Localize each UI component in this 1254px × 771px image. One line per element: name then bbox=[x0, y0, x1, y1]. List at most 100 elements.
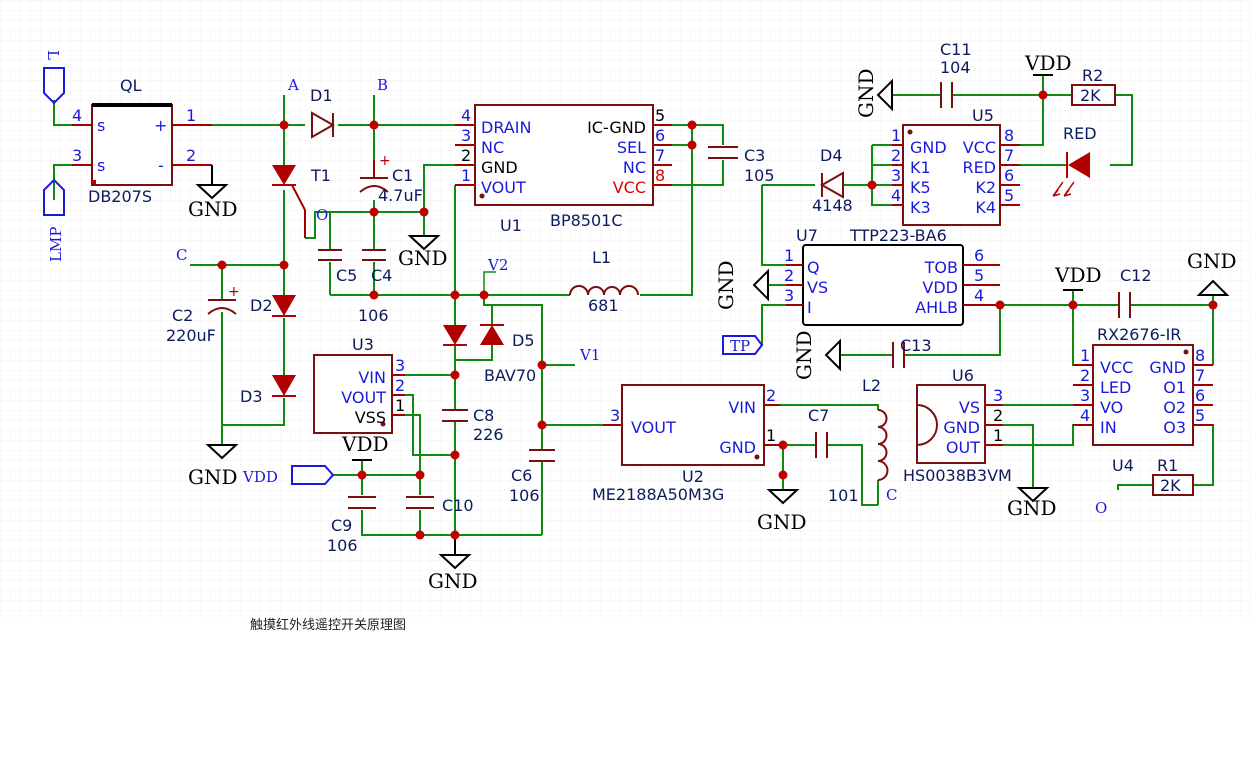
svg-text:RX2676-IR: RX2676-IR bbox=[1097, 325, 1181, 344]
svg-text:6: 6 bbox=[1195, 386, 1205, 405]
wires bbox=[53, 75, 1214, 536]
ql-pin-4: 4 bbox=[72, 106, 82, 125]
svg-text:VIN: VIN bbox=[358, 368, 386, 387]
r2-resistor: R2 2K bbox=[1071, 66, 1116, 106]
ql-pin-name-s1: s bbox=[97, 116, 105, 135]
u2-me2188: 3 VOUT 2 VIN 1 GND U2 ME2188A50M3G bbox=[592, 384, 780, 504]
schematic-diagram: QL DB207S 4 3 1 2 s s + - L LMP D1 T1 D2 bbox=[0, 0, 1254, 620]
svg-text:IC-GND: IC-GND bbox=[587, 118, 646, 137]
svg-text:LED: LED bbox=[1100, 378, 1131, 397]
svg-text:2K: 2K bbox=[1160, 476, 1181, 495]
svg-text:L2: L2 bbox=[862, 376, 881, 395]
gnd-label-u3: GND bbox=[428, 569, 478, 593]
svg-text:1: 1 bbox=[891, 126, 901, 145]
net-flag-l: L bbox=[43, 50, 65, 105]
vdd-label-c9: VDD bbox=[341, 432, 389, 456]
svg-text:O: O bbox=[1095, 499, 1107, 517]
svg-text:SEL: SEL bbox=[617, 138, 646, 157]
svg-text:1: 1 bbox=[1080, 346, 1090, 365]
svg-text:VSS: VSS bbox=[355, 408, 386, 427]
svg-text:U5: U5 bbox=[972, 106, 994, 125]
svg-text:4: 4 bbox=[974, 286, 984, 305]
svg-text:681: 681 bbox=[588, 296, 619, 315]
c7-capacitor: C7 bbox=[808, 406, 829, 458]
svg-text:VO: VO bbox=[1100, 398, 1123, 417]
c5-capacitor: C5 bbox=[318, 249, 357, 285]
svg-text:L1: L1 bbox=[592, 248, 611, 267]
svg-text:7: 7 bbox=[1004, 146, 1014, 165]
svg-text:TTP223-BA6: TTP223-BA6 bbox=[849, 226, 947, 245]
ql-pin-1: 1 bbox=[186, 106, 196, 125]
svg-text:VCC: VCC bbox=[1100, 358, 1133, 377]
svg-text:C9: C9 bbox=[331, 516, 352, 535]
gnd-label-u2: GND bbox=[757, 510, 807, 534]
svg-text:GND: GND bbox=[1149, 358, 1186, 377]
svg-text:R1: R1 bbox=[1157, 456, 1178, 475]
svg-text:C12: C12 bbox=[1120, 266, 1152, 285]
svg-text:A: A bbox=[287, 76, 299, 94]
c4-capacitor: C4 106 bbox=[358, 249, 392, 325]
gnd-label-c2: GND bbox=[188, 465, 238, 489]
svg-text:C10: C10 bbox=[442, 496, 474, 515]
svg-text:O3: O3 bbox=[1163, 418, 1186, 437]
t1-triac: T1 bbox=[272, 165, 331, 238]
svg-text:GND: GND bbox=[910, 138, 947, 157]
svg-text:6: 6 bbox=[974, 246, 984, 265]
svg-text:8: 8 bbox=[1195, 346, 1205, 365]
svg-text:5: 5 bbox=[1004, 186, 1014, 205]
gnd-label-c13: GND bbox=[792, 330, 816, 380]
svg-text:8: 8 bbox=[655, 166, 665, 185]
svg-text:VCC: VCC bbox=[963, 138, 996, 157]
svg-text:K5: K5 bbox=[910, 178, 931, 197]
gnd-label-rx: GND bbox=[1187, 249, 1237, 273]
vdd-label-rx: VDD bbox=[1054, 263, 1102, 287]
svg-text:4148: 4148 bbox=[812, 196, 853, 215]
svg-text:106: 106 bbox=[509, 486, 540, 505]
svg-text:C4: C4 bbox=[371, 266, 392, 285]
svg-text:7: 7 bbox=[655, 146, 665, 165]
c11-capacitor: C11 104 bbox=[940, 40, 972, 108]
svg-text:RED: RED bbox=[1063, 124, 1097, 143]
svg-text:C: C bbox=[886, 486, 897, 504]
d4-diode: D4 4148 bbox=[812, 146, 853, 215]
svg-text:BAV70: BAV70 bbox=[484, 366, 536, 385]
diagram-caption: 触摸红外线遥控开关原理图 bbox=[250, 618, 407, 633]
svg-text:VOUT: VOUT bbox=[481, 178, 526, 197]
net-labels: A B C O V2 V1 C O bbox=[176, 76, 1107, 517]
svg-text:4: 4 bbox=[1080, 406, 1090, 425]
svg-text:K2: K2 bbox=[975, 178, 996, 197]
svg-text:TOB: TOB bbox=[924, 258, 958, 277]
c13-capacitor: C13 bbox=[892, 336, 932, 368]
svg-text:VDD: VDD bbox=[242, 468, 278, 486]
svg-text:1: 1 bbox=[766, 426, 776, 445]
svg-text:+: + bbox=[379, 153, 391, 169]
junctions bbox=[217, 90, 1218, 540]
svg-text:1: 1 bbox=[395, 396, 405, 415]
svg-text:LMP: LMP bbox=[47, 227, 65, 262]
svg-text:TP: TP bbox=[730, 337, 750, 355]
svg-text:VS: VS bbox=[959, 398, 980, 417]
svg-text:2: 2 bbox=[993, 406, 1003, 425]
c12-capacitor: C12 bbox=[1118, 266, 1152, 318]
u1-bp8501c: 4 3 2 1 DRAIN NC GND VOUT 5 6 7 8 IC-GND… bbox=[455, 104, 672, 235]
svg-text:2: 2 bbox=[461, 146, 471, 165]
ql-pin-2: 2 bbox=[186, 146, 196, 165]
d5-bav70: D5 BAV70 bbox=[443, 324, 536, 385]
svg-text:VCC: VCC bbox=[613, 178, 646, 197]
svg-text:U3: U3 bbox=[352, 335, 374, 354]
svg-text:226: 226 bbox=[473, 425, 504, 444]
svg-text:5: 5 bbox=[974, 266, 984, 285]
svg-text:C6: C6 bbox=[511, 466, 532, 485]
vdd-symbols bbox=[352, 74, 1083, 461]
gnd-label-c11: GND bbox=[854, 68, 878, 118]
svg-text:C2: C2 bbox=[172, 306, 193, 325]
ql-pin-name-minus: - bbox=[158, 156, 164, 175]
svg-text:C5: C5 bbox=[336, 266, 357, 285]
svg-text:5: 5 bbox=[655, 106, 665, 125]
r1-resistor: R1 2K U4 bbox=[1112, 456, 1194, 496]
ql-pin-name-s2: s bbox=[97, 156, 105, 175]
svg-text:2K: 2K bbox=[1080, 86, 1101, 105]
svg-text:C8: C8 bbox=[473, 406, 494, 425]
svg-text:RED: RED bbox=[962, 158, 996, 177]
svg-text:B: B bbox=[377, 76, 388, 94]
